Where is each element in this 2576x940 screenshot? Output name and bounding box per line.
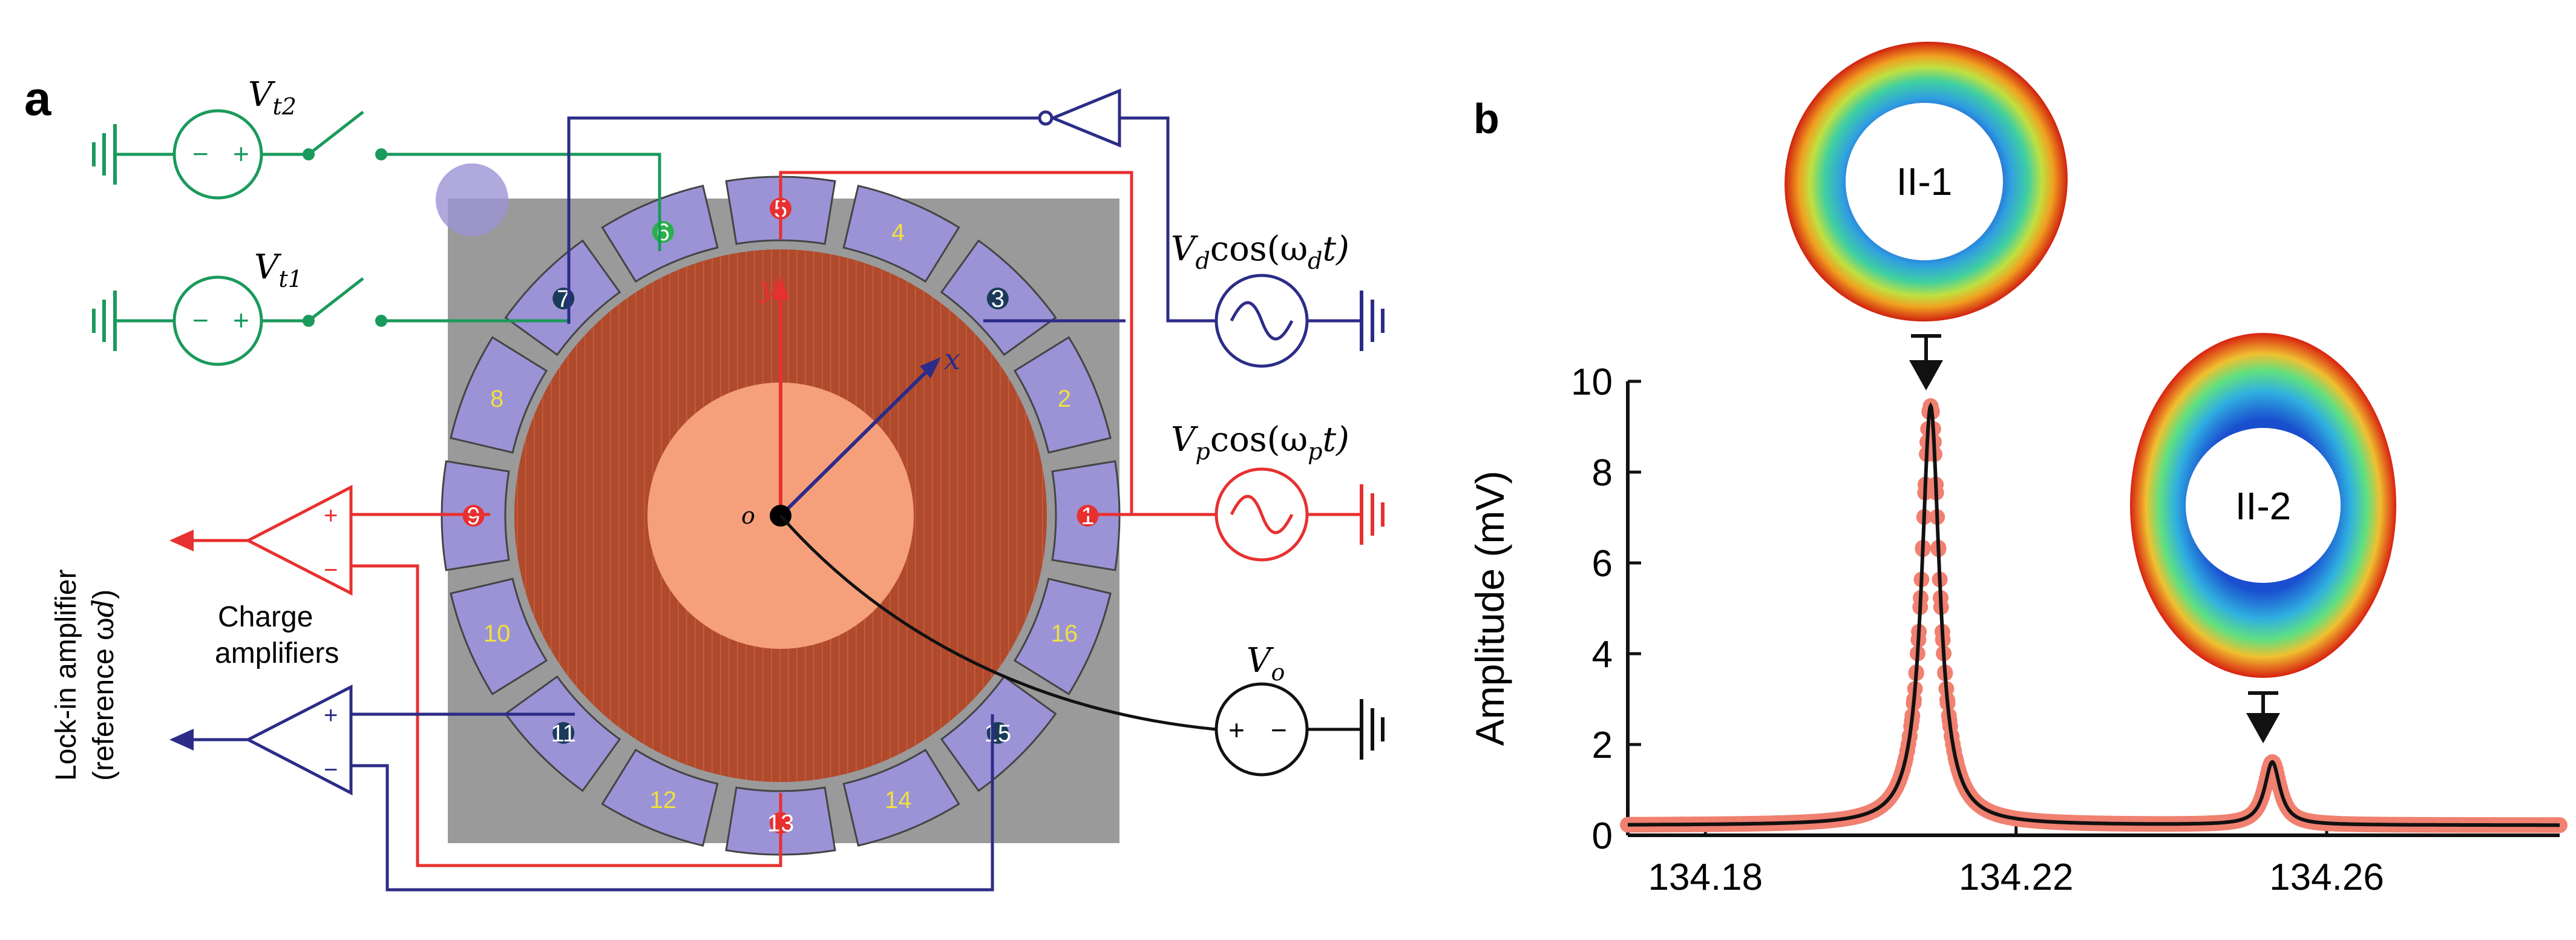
fit-line: [1628, 402, 2560, 827]
source-vo-label: Vo: [1247, 641, 1285, 686]
electrode-8: [450, 336, 548, 454]
electrode-label-3: 3: [991, 286, 1005, 312]
arrow-ii-2: [2246, 713, 2280, 743]
y-tick-label: 6: [1592, 543, 1613, 585]
source-vp-label: Vpcos(ωpt): [1171, 420, 1349, 465]
electrode-label-16: 16: [1051, 620, 1078, 647]
neighbor-device: [436, 163, 508, 236]
mode-label-ii-2: II-2: [2235, 484, 2291, 528]
svg-text:+: +: [233, 304, 249, 336]
charge-amplifier-blue: + −: [169, 684, 353, 796]
y-axis-head: [772, 275, 789, 300]
arrow-ii-1: [1909, 360, 1943, 390]
svg-text:−: −: [192, 138, 209, 169]
y-tick-label: 4: [1592, 634, 1613, 675]
wire-buffer-vd: [1119, 116, 1216, 323]
x-axis-arrow: [779, 367, 931, 518]
electrode-10: [450, 577, 548, 695]
wire-electrode5: [779, 171, 1133, 514]
mode-shape-ii-1: II-1: [1785, 41, 2068, 390]
svg-text:−: −: [192, 304, 209, 336]
source-vd: Vdcos(ωdt): [1171, 229, 1349, 368]
mode-shape-ii-2: II-2: [2130, 333, 2396, 743]
svg-text:−: −: [1271, 714, 1287, 746]
electrode-label-9: 9: [467, 503, 480, 530]
svg-text:+: +: [324, 502, 338, 529]
wire-electrode15-amp: [351, 714, 994, 892]
electrode-12: [601, 748, 719, 847]
y-tick-label: 10: [1571, 361, 1613, 403]
lockin-label: Lock-in amplifier (reference ωd): [50, 570, 120, 781]
ground-symbol-vp: [1360, 484, 1385, 545]
x-tick-label: 134.18: [1648, 856, 1763, 898]
electrode-label-15: 15: [985, 720, 1012, 747]
electrode-pad-6: [652, 221, 674, 243]
svg-text:(reference ωd): (reference ωd): [87, 590, 120, 781]
wire-electrode7-buffer: [567, 116, 1041, 324]
wire-vt2-electrode6: [381, 153, 661, 251]
svg-text:Lock-in amplifier: Lock-in amplifier: [50, 570, 82, 781]
source-vp: Vpcos(ωpt): [1171, 420, 1349, 562]
y-ticks: 0 2 4 6 8 10: [1571, 361, 1641, 857]
electrode-label-7: 7: [557, 286, 570, 312]
ground-symbol-vd: [1360, 291, 1385, 351]
x-axis-head: [920, 357, 941, 378]
x-axis-label: x: [944, 343, 960, 376]
y-axis-label: y: [758, 270, 776, 304]
electrode-16: [1013, 577, 1112, 695]
electrode-label-12: 12: [650, 787, 677, 813]
electrode-label-2: 2: [1058, 386, 1071, 412]
electrode-label-8: 8: [490, 386, 503, 412]
origin-label: o: [741, 502, 755, 529]
electrode-label-4: 4: [891, 219, 905, 246]
source-vt1: − + Vt1: [172, 248, 387, 366]
y-tick-label: 8: [1592, 452, 1613, 494]
svg-text:+: +: [233, 138, 249, 169]
electrode-pad-11: [552, 721, 575, 744]
source-vd-label: Vdcos(ωdt): [1171, 229, 1349, 274]
buffer-amplifier: [1038, 88, 1121, 148]
electrode-label-10: 10: [483, 620, 511, 647]
y-axis-label: Amplitude (mV): [1467, 471, 1512, 746]
data-markers: [1620, 398, 2568, 833]
electrode-pad-3: [986, 288, 1009, 310]
charge-amplifiers-label-2: amplifiers: [215, 637, 339, 669]
wire-vo-origin: [779, 514, 1217, 731]
ground-symbol-vo: [1360, 699, 1385, 760]
panel-b-label: b: [1473, 95, 1499, 142]
y-tick-label: 0: [1592, 815, 1613, 857]
svg-text:−: −: [324, 757, 338, 783]
svg-text:+: +: [1228, 714, 1245, 746]
svg-text:−: −: [324, 557, 338, 583]
ground-symbol-vt1: [92, 291, 117, 351]
electrode-label-14: 14: [885, 787, 912, 813]
electrode-14: [842, 748, 960, 847]
switch-vt2: [307, 111, 364, 156]
panel-b: b II-1 II-2 0 2 4 6 8 10 134.18 134.22 134.26: [1467, 41, 2568, 898]
mode-label-ii-1: II-1: [1896, 160, 1952, 203]
electrode-2: [1013, 336, 1112, 454]
source-vt2-label: Vt2: [248, 75, 297, 120]
source-vo: + − Vo: [1214, 641, 1309, 777]
source-vt2: − + Vt2: [172, 75, 387, 200]
wire-electrode13-amp: [351, 564, 782, 867]
panel-a-label: a: [24, 71, 51, 125]
source-vt1-label: Vt1: [254, 248, 303, 292]
y-tick-label: 2: [1592, 725, 1613, 766]
x-ticks: 134.18 134.22 134.26: [1648, 822, 2384, 898]
resonance-chart: 0 2 4 6 8 10 134.18 134.22 134.26 Amplitude (mV…: [1467, 361, 2568, 898]
ground-symbol-vt2: [92, 124, 117, 185]
electrode-label-1: 1: [1081, 503, 1094, 530]
svg-text:+: +: [324, 702, 338, 729]
charge-amplifiers-label-1: Charge: [218, 601, 313, 633]
electrode-label-11: 11: [551, 720, 576, 747]
switch-vt1: [307, 277, 364, 322]
electrode-4: [842, 185, 960, 283]
charge-amplifier-red: + −: [169, 484, 353, 596]
x-tick-label: 134.22: [1959, 856, 2074, 898]
x-tick-label: 134.26: [2269, 856, 2384, 898]
